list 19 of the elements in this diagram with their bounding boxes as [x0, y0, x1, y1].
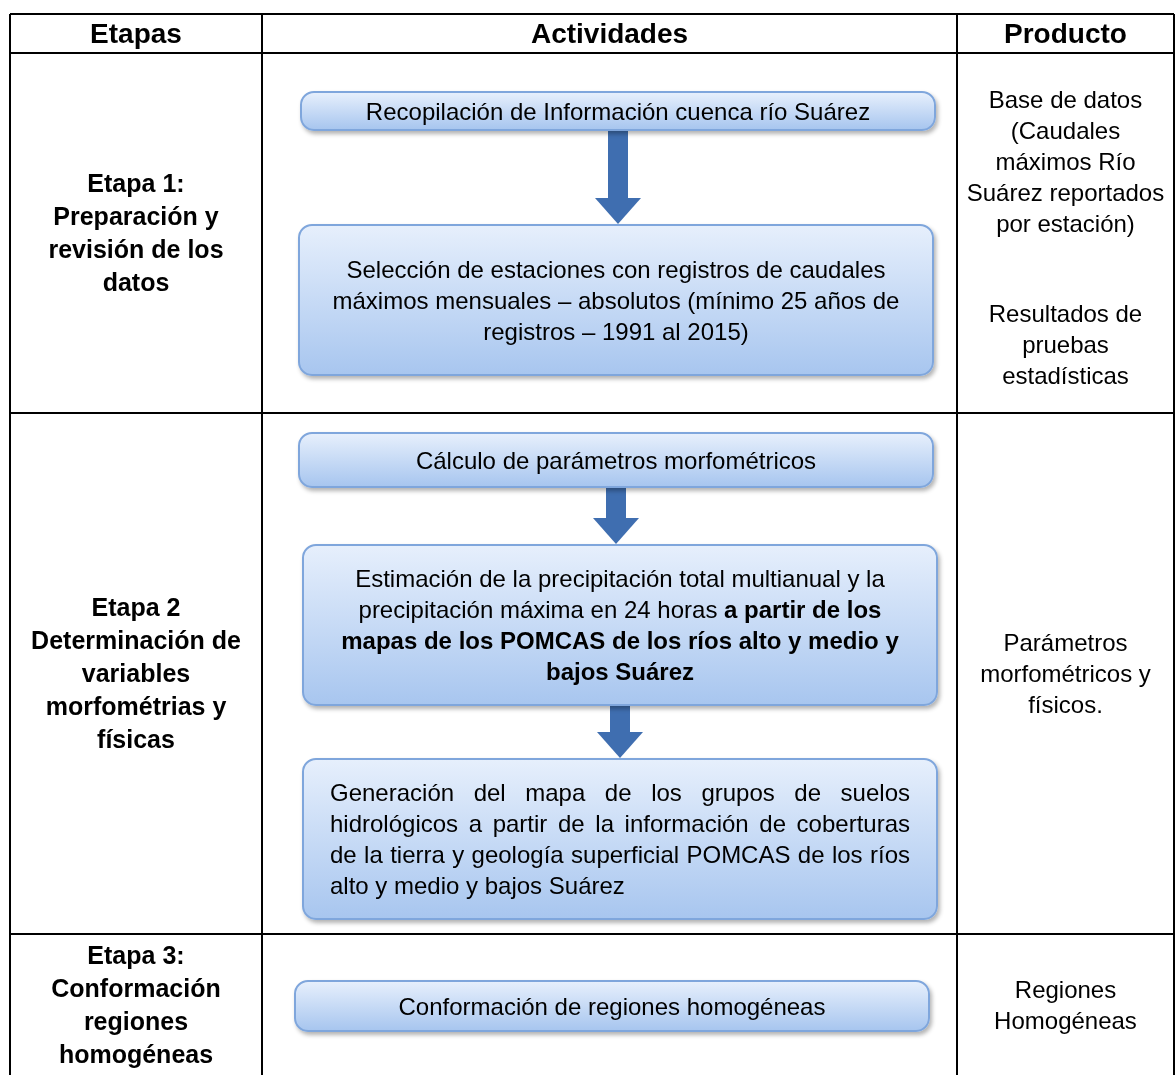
stage-label: Etapa 1: Preparación y revisión de los datos	[47, 168, 225, 298]
block-arrow	[593, 488, 639, 544]
process-box: Generación del mapa de los grupos de suelos hidrológicos a partir de la información de coberturas de la tierra y geología superficial POMCAS de los ríos alto y medio y bajos Suárez	[302, 758, 938, 920]
block-arrow	[595, 131, 641, 224]
process-box: Recopilación de Información cuenca río Suárez	[300, 91, 936, 131]
product-text: Parámetros morfométricos y físicos.	[979, 628, 1152, 720]
product-text: Base de datos (Caudales máximos Río Suárez reportados por estación)	[965, 85, 1166, 239]
process-box: Estimación de la precipitación total multianual y la precipitación máxima en 24 horas a partir de los mapas de los POMCAS de los ríos alto y medio y bajos Suárez	[302, 544, 938, 706]
process-box: Cálculo de parámetros morfométricos	[298, 432, 934, 488]
column-header: Producto	[1004, 17, 1127, 50]
process-box: Selección de estaciones con registros de caudales máximos mensuales – absolutos (mínimo 25 años de registros – 1991 al 2015)	[298, 224, 934, 376]
block-arrow	[597, 706, 643, 758]
product-text: Resultados de pruebas estadísticas	[987, 299, 1144, 391]
stage-label: Etapa 3: Conformación regiones homogéneas	[50, 939, 222, 1070]
column-header: Actividades	[530, 17, 689, 50]
process-box: Conformación de regiones homogéneas	[294, 980, 930, 1032]
product-text: Regiones Homogéneas	[993, 974, 1138, 1036]
column-header: Etapas	[90, 17, 182, 50]
stage-label: Etapa 2 Determinación de variables morfométrias y físicas	[30, 592, 242, 755]
